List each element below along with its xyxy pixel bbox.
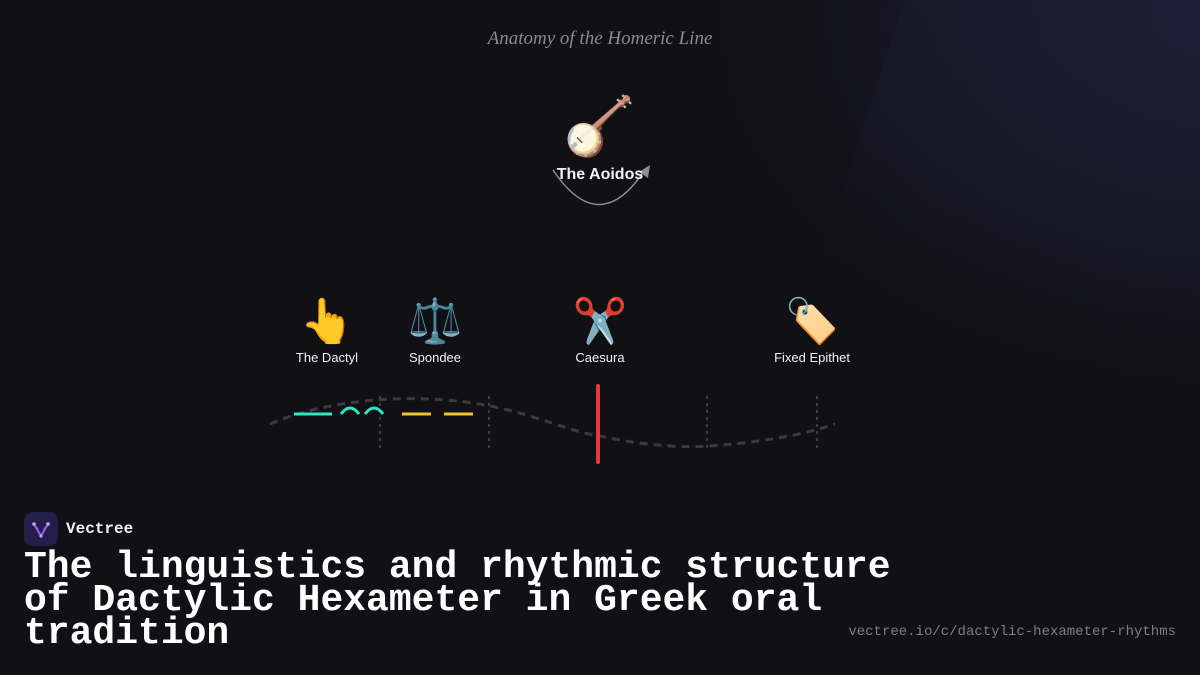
node-label: The Aoidos <box>556 166 644 183</box>
vectree-logo-icon <box>24 512 58 546</box>
pointing-hand-icon: 👆 <box>299 297 355 346</box>
brand[interactable]: Vectree <box>24 512 133 546</box>
page-headline: The linguistics and rhythmic structure o… <box>24 546 891 655</box>
node-caesura: ✂️ Caesura <box>550 297 650 366</box>
node-label: Fixed Epithet <box>774 350 850 365</box>
node-fixed-epithet: 🏷️ Fixed Epithet <box>752 297 872 366</box>
node-label: The Dactyl <box>295 350 359 365</box>
aoidos-arrowhead <box>639 165 650 178</box>
dactyl-short-mark <box>339 406 361 415</box>
node-spondee: ⚖️ Spondee <box>385 297 485 366</box>
tag-icon: 🏷️ <box>784 297 840 346</box>
diagram-title: Anatomy of the Homeric Line <box>487 28 713 49</box>
course-url[interactable]: vectree.io/c/dactylic-hexameter-rhythms <box>848 624 1176 640</box>
aoidos-arc-arrow <box>552 167 647 206</box>
brand-name: Vectree <box>66 520 134 538</box>
scales-icon: ⚖️ <box>407 297 463 346</box>
node-label: Caesura <box>575 350 625 365</box>
banjo-icon: 🪕 <box>563 94 637 159</box>
scissors-icon: ✂️ <box>572 297 628 346</box>
node-label: Spondee <box>408 350 462 365</box>
rhythm-wave-line <box>269 397 836 449</box>
node-the-dactyl: 👆 The Dactyl <box>277 297 377 366</box>
node-the-aoidos: 🪕 The Aoidos <box>520 98 680 184</box>
dactyl-short-mark <box>363 406 385 415</box>
